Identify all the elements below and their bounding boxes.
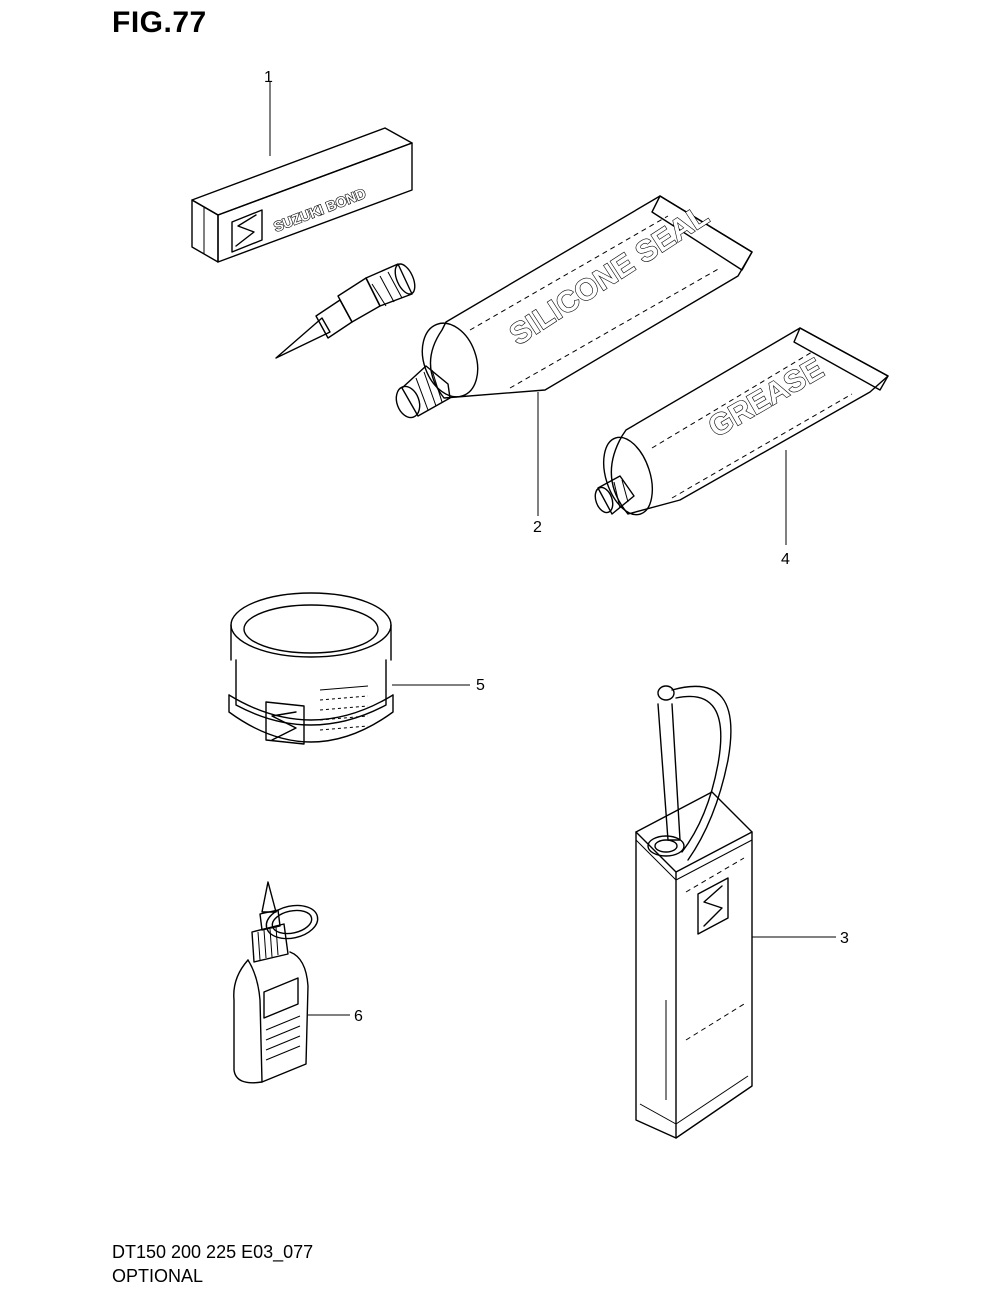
- model-code: DT150 200 225 E03_077: [112, 1242, 314, 1262]
- callout-1: 1: [264, 69, 273, 86]
- figure-footer: DT150 200 225 E03_077 OPTIONAL: [112, 1240, 313, 1288]
- suzuki-logo-icon: [265, 701, 305, 745]
- callout-4: 4: [781, 551, 790, 568]
- callout-2: 2: [533, 519, 542, 536]
- section-name: OPTIONAL: [112, 1266, 204, 1286]
- suzuki-logo-icon: [697, 877, 729, 935]
- part-5-grease-can: 5: [228, 592, 485, 745]
- part-2-silicone-seal: SILICONE SEAL 2: [395, 195, 753, 536]
- silicone-label: SILICONE SEAL: [504, 199, 715, 352]
- figure-title: FIG.77: [112, 6, 207, 39]
- grease-label: GREASE: [703, 352, 829, 444]
- callout-6: 6: [354, 1008, 363, 1025]
- part-4-grease: GREASE 4: [594, 327, 889, 568]
- callout-5: 5: [476, 677, 485, 694]
- bond-label: SUZUKI BOND: [271, 185, 368, 235]
- callout-3: 3: [840, 930, 849, 947]
- part-1-suzuki-bond: SUZUKI BOND 1: [191, 69, 416, 359]
- suzuki-logo-icon: [231, 209, 263, 253]
- silicone-cap: [395, 365, 451, 419]
- part-6-oil-bottle: 6: [233, 881, 363, 1084]
- part-3-oil-can: 3: [635, 685, 849, 1139]
- grease-cap: [594, 475, 635, 515]
- bond-nozzle: [275, 263, 416, 359]
